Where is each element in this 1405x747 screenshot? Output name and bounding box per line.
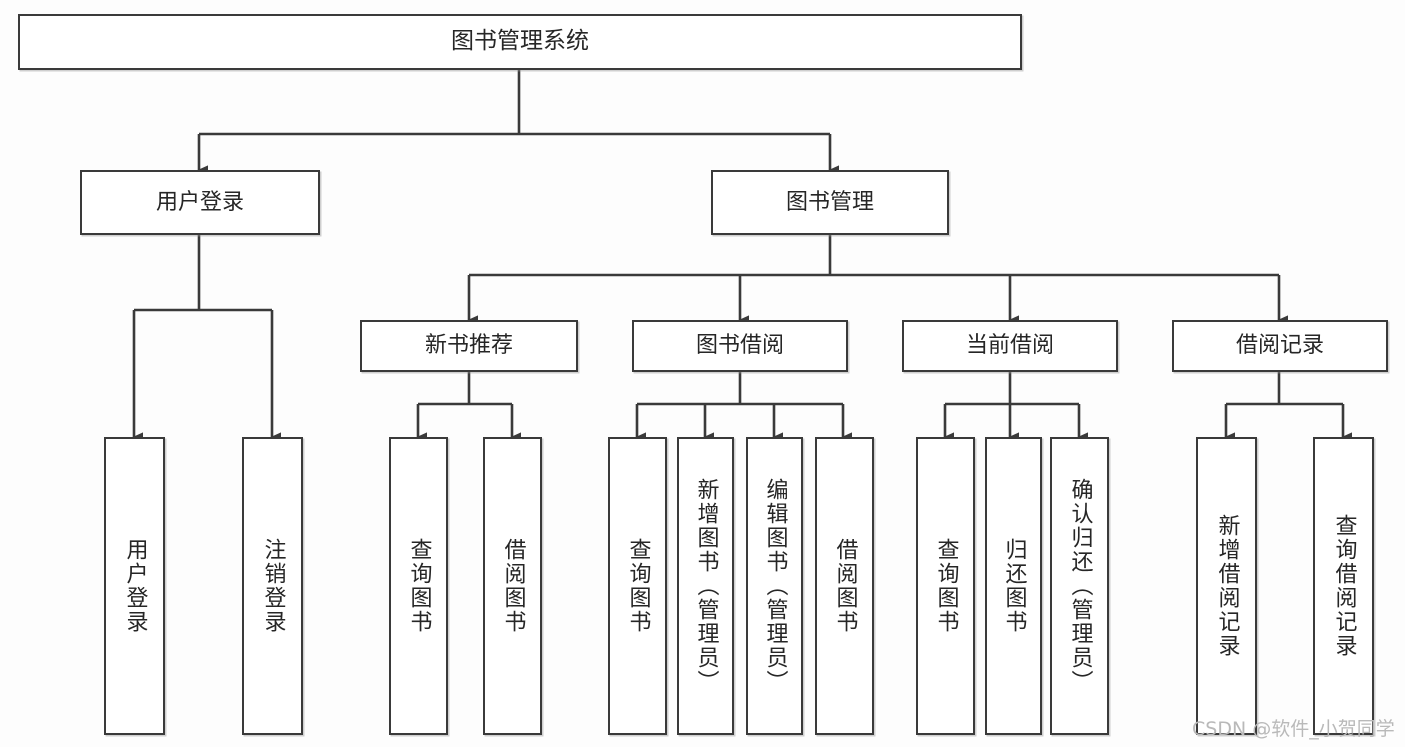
node-label: 借阅图书 [832, 538, 858, 634]
node-label: 图书管理 [785, 189, 874, 215]
csdn-watermark: CSDN @软件_小贺同学 [1192, 718, 1395, 740]
leaf-book-borrow-edit[interactable]: 编辑图书（管理员） [746, 437, 803, 735]
leaf-borrow-record-add[interactable]: 新增借阅记录 [1196, 437, 1257, 735]
leaf-book-borrow-query[interactable]: 查询图书 [608, 437, 667, 735]
leaf-current-borrow-return[interactable]: 归还图书 [985, 437, 1042, 735]
node-label: 查询借阅记录 [1331, 514, 1357, 658]
node-user-login[interactable]: 用户登录 [80, 170, 320, 235]
leaf-new-book-borrow[interactable]: 借阅图书 [483, 437, 542, 735]
node-label: 图书借阅 [695, 333, 784, 359]
node-label: 图书管理系统 [451, 28, 589, 55]
node-label: 归还图书 [1001, 538, 1027, 634]
leaf-user-login-logout[interactable]: 注销登录 [242, 437, 303, 735]
node-label: 注销登录 [260, 538, 286, 634]
node-label: 确认归还（管理员） [1067, 478, 1093, 694]
node-label: 查询图书 [406, 538, 432, 634]
node-current-borrow[interactable]: 当前借阅 [902, 320, 1118, 372]
node-label: 新书推荐 [424, 333, 513, 359]
node-label: 查询图书 [625, 538, 651, 634]
node-label: 新增图书（管理员） [693, 478, 719, 694]
node-label: 新增借阅记录 [1214, 514, 1240, 658]
leaf-new-book-query[interactable]: 查询图书 [389, 437, 448, 735]
leaf-current-borrow-confirm-return[interactable]: 确认归还（管理员） [1050, 437, 1109, 735]
node-label: 借阅图书 [500, 538, 526, 634]
node-book-management[interactable]: 图书管理 [711, 170, 949, 235]
node-label: 编辑图书（管理员） [762, 478, 788, 694]
node-root-book-management-system[interactable]: 图书管理系统 [18, 14, 1022, 70]
leaf-book-borrow-borrow[interactable]: 借阅图书 [815, 437, 874, 735]
node-label: 用户登录 [155, 189, 244, 215]
node-borrow-record[interactable]: 借阅记录 [1172, 320, 1388, 372]
node-label: 用户登录 [122, 538, 148, 634]
node-new-book-recommend[interactable]: 新书推荐 [360, 320, 578, 372]
leaf-borrow-record-query[interactable]: 查询借阅记录 [1313, 437, 1374, 735]
leaf-user-login-login[interactable]: 用户登录 [104, 437, 165, 735]
leaf-current-borrow-query[interactable]: 查询图书 [916, 437, 975, 735]
node-book-borrow[interactable]: 图书借阅 [632, 320, 848, 372]
leaf-book-borrow-add[interactable]: 新增图书（管理员） [677, 437, 734, 735]
node-label: 查询图书 [933, 538, 959, 634]
node-label: 当前借阅 [965, 333, 1054, 359]
node-label: 借阅记录 [1235, 333, 1324, 359]
